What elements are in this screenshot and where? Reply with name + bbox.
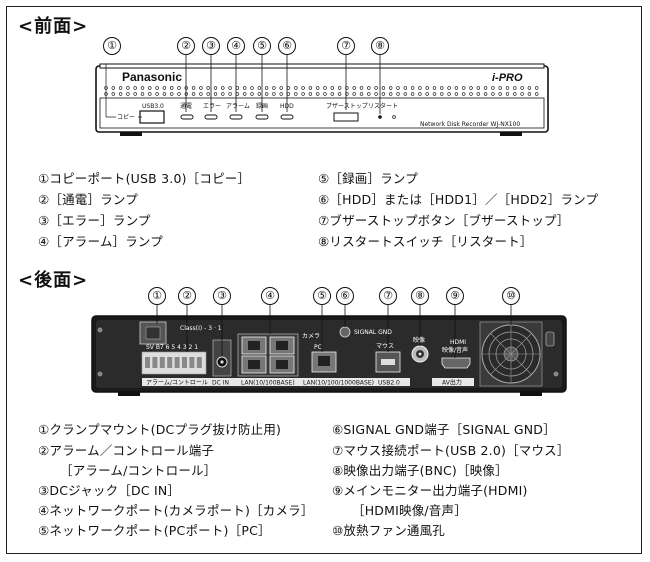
rear-caption-6: ⑥SIGNAL GND端子［SIGNAL GND］ — [332, 422, 556, 437]
pins-label: SV B7 6 5 4 3 2 1 — [146, 344, 198, 351]
rear-caption-10: ⑩放熱ファン通風孔 — [332, 523, 446, 538]
front-caption-4: ④［アラーム］ランプ — [38, 234, 163, 249]
lan-pc-label: LAN(10/100/1000BASE) — [303, 380, 374, 387]
terminal-pin — [174, 357, 180, 368]
dc-in-label: DC IN — [212, 380, 229, 387]
front-usb-port — [139, 110, 165, 124]
front-caption-3: ③［エラー］ランプ — [38, 213, 151, 228]
buzzer-stop-button — [333, 112, 359, 122]
rear-leader-lines — [156, 304, 512, 358]
rear-caption-3: ③DCジャック［DC IN］ — [38, 483, 181, 498]
rear-caption-8: ⑧映像出力端子(BNC)［映像］ — [332, 463, 508, 478]
ipro-logo: i-PRO — [492, 72, 523, 84]
hdmi-sub-label: 映像/音声 — [442, 346, 468, 354]
rear-caption-9b: ［HDMI映像/音声］ — [352, 503, 467, 518]
front-callout-5: ⑤ — [253, 37, 271, 55]
terminal-pin — [145, 357, 150, 368]
rec-label: 録画 — [256, 102, 268, 110]
front-caption-2: ②［通電］ランプ — [38, 192, 138, 207]
rear-caption-4: ④ネットワークポート(カメラポート)［カメラ］ — [38, 503, 314, 518]
rear-caption-7: ⑦マウス接続ポート(USB 2.0)［マウス］ — [332, 443, 570, 458]
front-caption-6: ⑥［HDD］または［HDD1］／［HDD2］ランプ — [318, 192, 599, 207]
lan-camera-label: LAN(10/100BASE) — [241, 380, 295, 387]
error-lamp — [204, 114, 218, 120]
signal-gnd-terminal — [339, 326, 351, 338]
terminal-pin — [182, 357, 187, 368]
brand-logo: Panasonic — [122, 70, 182, 84]
front-device — [95, 63, 549, 136]
signal-gnd-label: SIGNAL GND — [354, 329, 392, 336]
buzzer-label: ブザーストップ — [326, 102, 368, 110]
hdmi-label: HDMI — [450, 339, 466, 346]
rec-lamp — [255, 114, 269, 120]
restart-label: リスタート — [368, 102, 398, 110]
error-label: エラー — [203, 103, 221, 110]
terminal-pin — [159, 357, 165, 368]
usb-label: USB3.0 — [142, 103, 164, 110]
rear-callout-6: ⑥ — [336, 287, 354, 305]
rear-caption-5: ⑤ネットワークポート(PCポート)［PC］ — [38, 523, 271, 538]
model-label: Network Disk Recorder WJ-NX100 — [420, 121, 520, 128]
hdmi-out — [441, 357, 471, 369]
front-caption-7: ⑦ブザーストップボタン［ブザーストップ］ — [318, 213, 570, 228]
front-callout-6: ⑥ — [278, 37, 296, 55]
alarm-control-label: アラーム/コントロール — [146, 380, 208, 387]
front-callout-3: ③ — [202, 37, 220, 55]
usb2-label: USB2.0 — [378, 380, 400, 387]
rear-title: <後面> — [18, 270, 89, 291]
video-label: 映像 — [413, 336, 425, 344]
mouse-label: マウス — [376, 342, 394, 350]
power-label: 通電 — [180, 102, 192, 110]
front-title: <前面> — [18, 16, 89, 37]
hdd-label: HDD — [280, 103, 294, 110]
front-caption-1: ①コピーポート(USB 3.0)［コピー］ — [38, 171, 251, 186]
rear-callout-9: ⑨ — [446, 287, 464, 305]
rear-callout-5: ⑤ — [313, 287, 331, 305]
terminal-pin — [152, 357, 158, 368]
rear-callout-10: ⑩ — [502, 287, 520, 305]
terminal-pin — [196, 357, 202, 368]
rear-caption-2b: ［アラーム/コントロール］ — [60, 463, 217, 478]
front-caption-5: ⑤［録画］ランプ — [318, 171, 418, 186]
class-label: Class(I) - 3 · 1 — [180, 325, 222, 332]
rear-device — [91, 315, 567, 396]
rear-caption-1: ①クランプマウント(DCプラグ抜け防止用) — [38, 422, 282, 437]
camera-lan-ports — [237, 333, 299, 377]
rear-callout-4: ④ — [261, 287, 279, 305]
cooling-fan-vent — [479, 321, 543, 387]
rear-callout-3: ③ — [213, 287, 231, 305]
front-callout-2: ② — [177, 37, 195, 55]
front-callout-1: ① — [103, 37, 121, 55]
rear-callout-8: ⑧ — [411, 287, 429, 305]
rear-callout-2: ② — [178, 287, 196, 305]
alarm-lamp — [229, 114, 243, 120]
hdd-lamp — [280, 114, 294, 120]
front-caption-8: ⑧リスタートスイッチ［リスタート］ — [318, 234, 533, 249]
copy-label: コピー — [117, 114, 135, 121]
restart-switch — [378, 115, 382, 119]
power-lamp — [180, 114, 194, 120]
front-leader-lines — [185, 54, 381, 114]
figure-frame — [6, 6, 642, 554]
rear-callout-7: ⑦ — [379, 287, 397, 305]
front-callout-8: ⑧ — [371, 37, 389, 55]
rear-callout-1: ① — [148, 287, 166, 305]
rear-caption-9: ⑨メインモニター出力端子(HDMI) — [332, 483, 528, 498]
av-out-label: AV出力 — [442, 379, 462, 387]
terminal-pin — [189, 357, 195, 368]
front-callout-4: ④ — [227, 37, 245, 55]
alarm-label: アラーム — [226, 103, 250, 110]
camera-port-label: カメラ — [302, 333, 320, 340]
front-vent-holes — [104, 86, 539, 96]
rear-caption-2: ②アラーム／コントロール端子 — [38, 443, 215, 458]
terminal-pin — [167, 357, 173, 368]
front-callout-7: ⑦ — [337, 37, 355, 55]
alarm-control-terminal — [141, 351, 207, 375]
pc-port-label: PC — [314, 344, 322, 351]
